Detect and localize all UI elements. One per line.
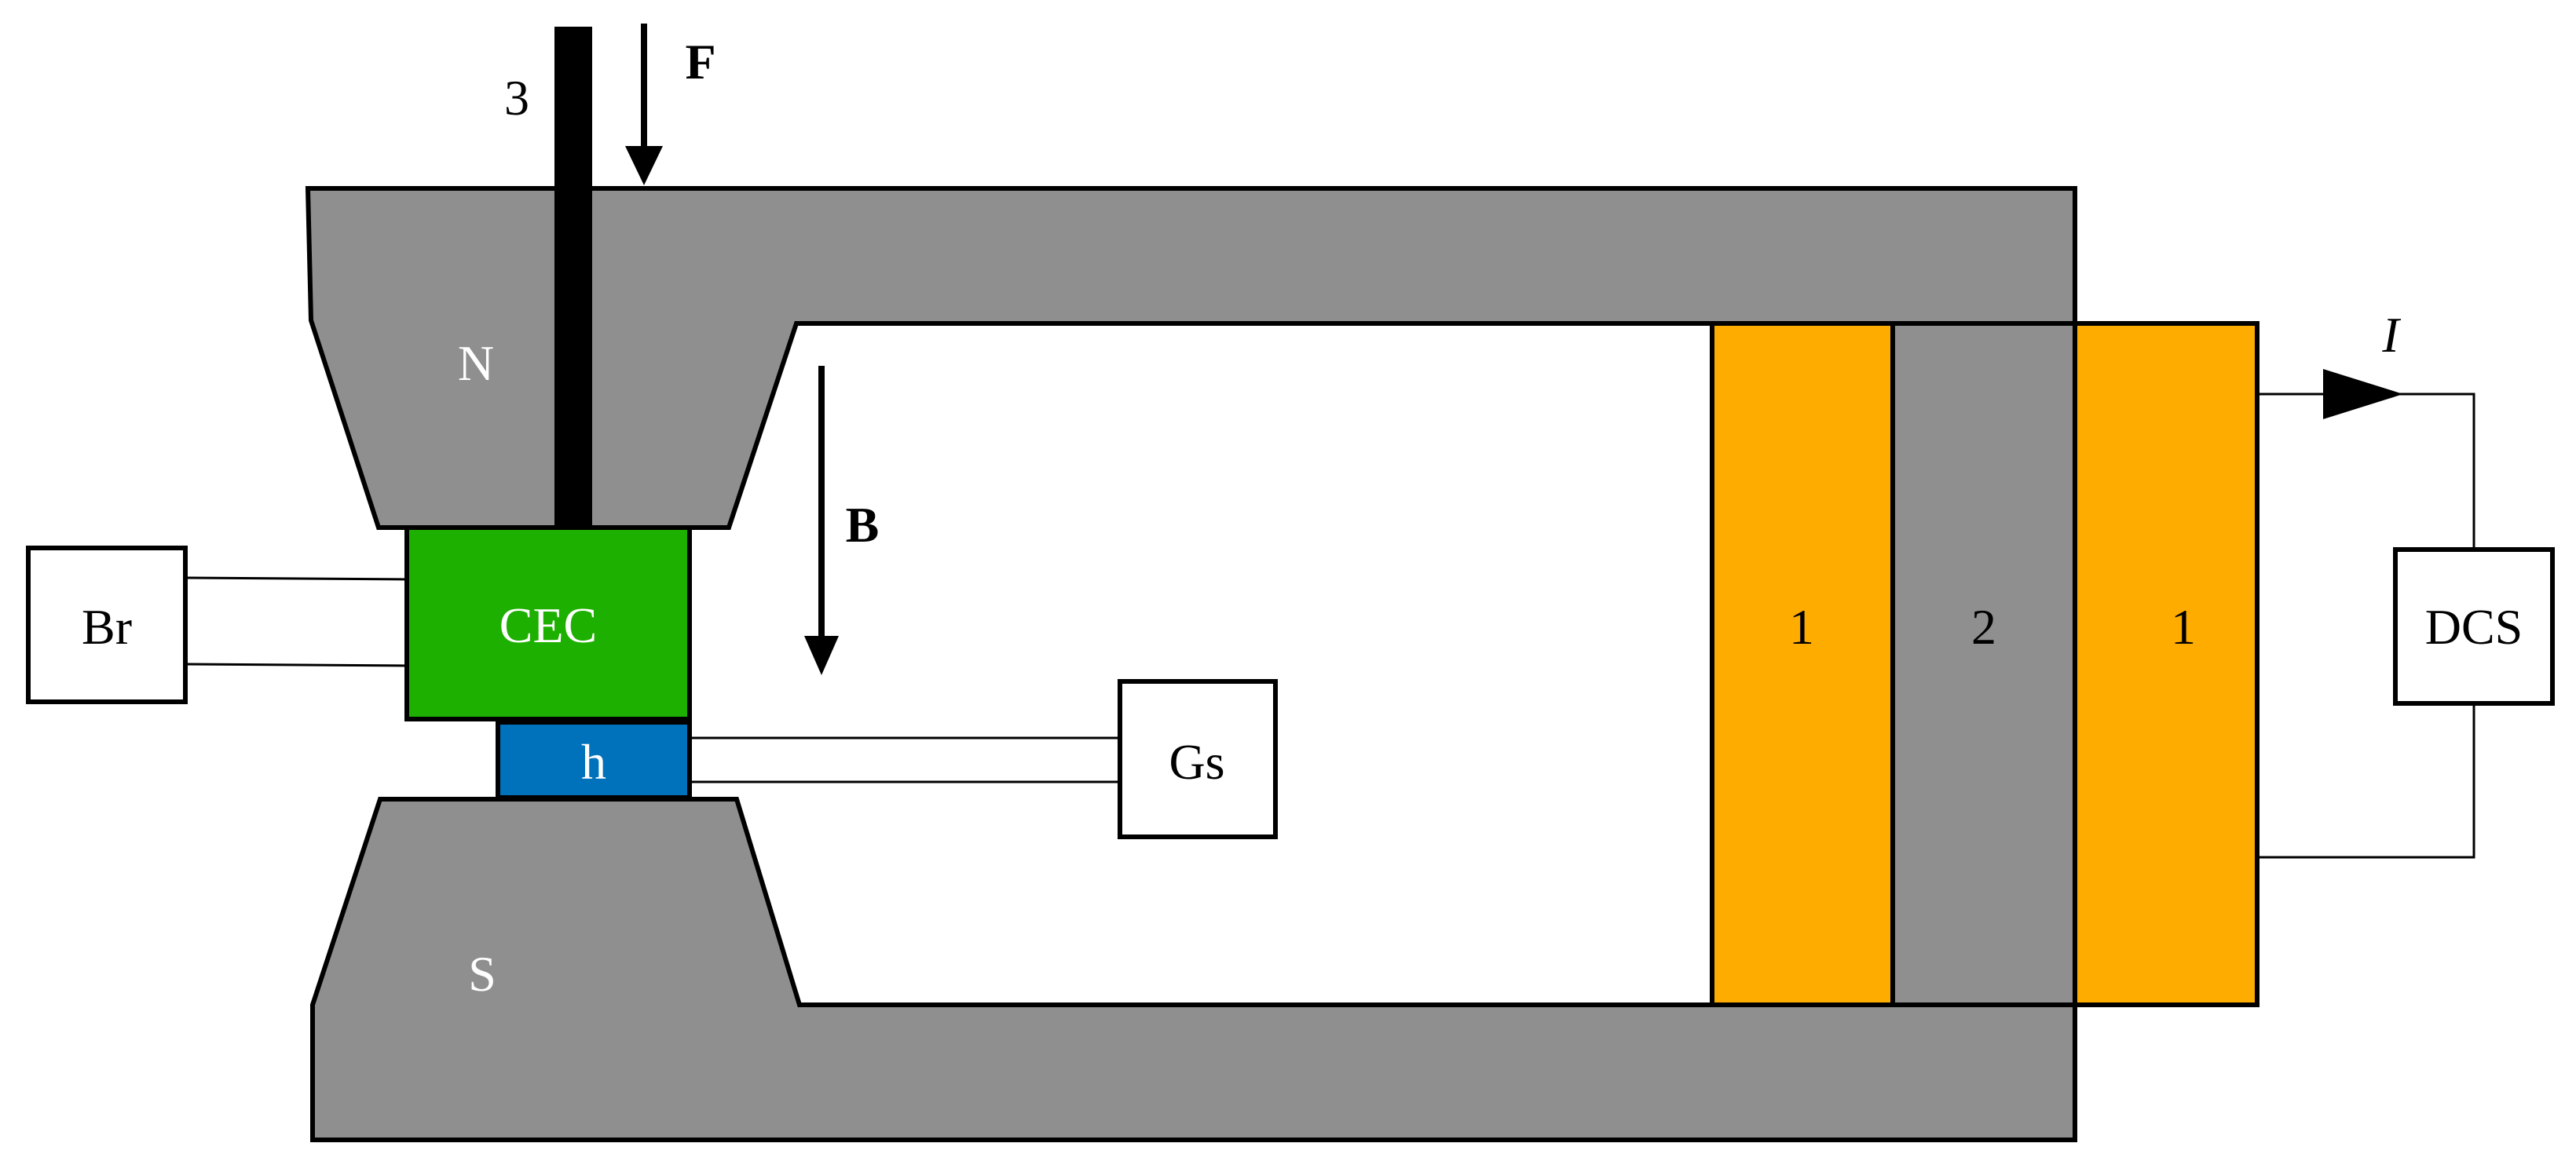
north-pole-label: N	[458, 335, 494, 391]
br-box	[26, 546, 188, 704]
coil-right	[2073, 321, 2259, 1007]
coil-left	[1710, 321, 1895, 1007]
current-label: I	[2381, 307, 2401, 363]
dcs-label: DCS	[2425, 599, 2523, 655]
br-label: Br	[82, 599, 132, 655]
cec-block	[404, 525, 692, 721]
connection-lines	[185, 393, 2475, 859]
rod-label: 3	[504, 70, 529, 126]
force-arrow-icon	[625, 146, 663, 185]
current-arrow-icon	[2323, 369, 2403, 419]
gs-label: Gs	[1169, 734, 1224, 790]
coil-left-label: 1	[1789, 599, 1814, 655]
force-label: F	[685, 34, 715, 89]
sample-label: h	[581, 734, 606, 790]
core-section	[1890, 321, 2077, 1007]
coil-right-label: 1	[2171, 599, 2196, 655]
gs-box	[1118, 679, 1278, 839]
core-label: 2	[1971, 599, 1996, 655]
south-pole-label: S	[468, 946, 496, 1002]
sample-block	[496, 720, 692, 800]
field-label: B	[846, 497, 880, 553]
dcs-box	[2393, 547, 2555, 706]
field-arrow-icon	[804, 636, 839, 675]
cec-label: CEC	[499, 597, 597, 653]
rod	[554, 27, 592, 529]
